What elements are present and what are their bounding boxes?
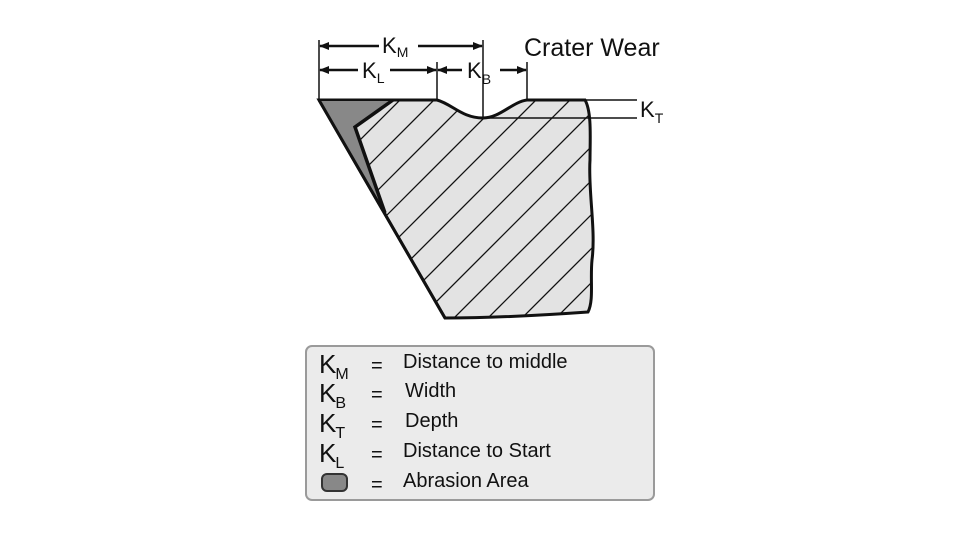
hatch-line	[355, 100, 421, 318]
worn-edge	[352, 98, 395, 214]
hatch-line	[499, 100, 594, 318]
kl-label: KL	[362, 58, 385, 86]
diagram-title: Crater Wear	[524, 34, 660, 62]
hatch-line	[397, 100, 594, 318]
km-label: KM	[382, 33, 408, 60]
legend-desc: Distance to middle	[403, 351, 568, 373]
abrasion-swatch-icon	[321, 473, 348, 492]
legend-desc: Depth	[405, 410, 459, 432]
hatch-lines	[355, 80, 930, 340]
hatch-line	[355, 100, 455, 318]
legend-row-kl: KL = Distance to Start	[307, 438, 653, 472]
legend-box: KM = Distance to middle KB = Width KT = …	[305, 345, 655, 501]
legend-symbol: KB	[319, 378, 347, 412]
legend-symbol: KL	[319, 438, 345, 472]
legend-equals: =	[371, 384, 383, 406]
kb-label: KB	[467, 58, 491, 87]
legend-symbol: KM	[319, 349, 349, 383]
hatch-line	[567, 100, 594, 318]
hatch-line	[465, 100, 594, 318]
legend-equals: =	[371, 444, 383, 466]
legend-equals: =	[371, 355, 383, 377]
hatch-line	[355, 100, 557, 318]
hatch-line	[670, 80, 930, 340]
hatch-line	[636, 80, 896, 340]
hatch-line	[355, 100, 523, 318]
legend-equals: =	[371, 414, 383, 436]
legend-desc: Abrasion Area	[403, 470, 529, 492]
legend-row-kt: KT = Depth	[307, 408, 653, 442]
tool-body	[316, 98, 595, 320]
kt-label: KT	[640, 97, 664, 126]
legend-row-kb: KB = Width	[307, 378, 653, 412]
legend-row-km: KM = Distance to middle	[307, 349, 653, 383]
legend-desc: Width	[405, 380, 457, 402]
hatch-line	[533, 100, 594, 318]
hatch-line	[431, 100, 594, 318]
legend-symbol: KT	[319, 408, 346, 442]
legend-row-abrasion: = Abrasion Area	[307, 468, 653, 498]
legend-desc: Distance to Start	[403, 440, 551, 462]
legend-equals: =	[371, 474, 383, 496]
